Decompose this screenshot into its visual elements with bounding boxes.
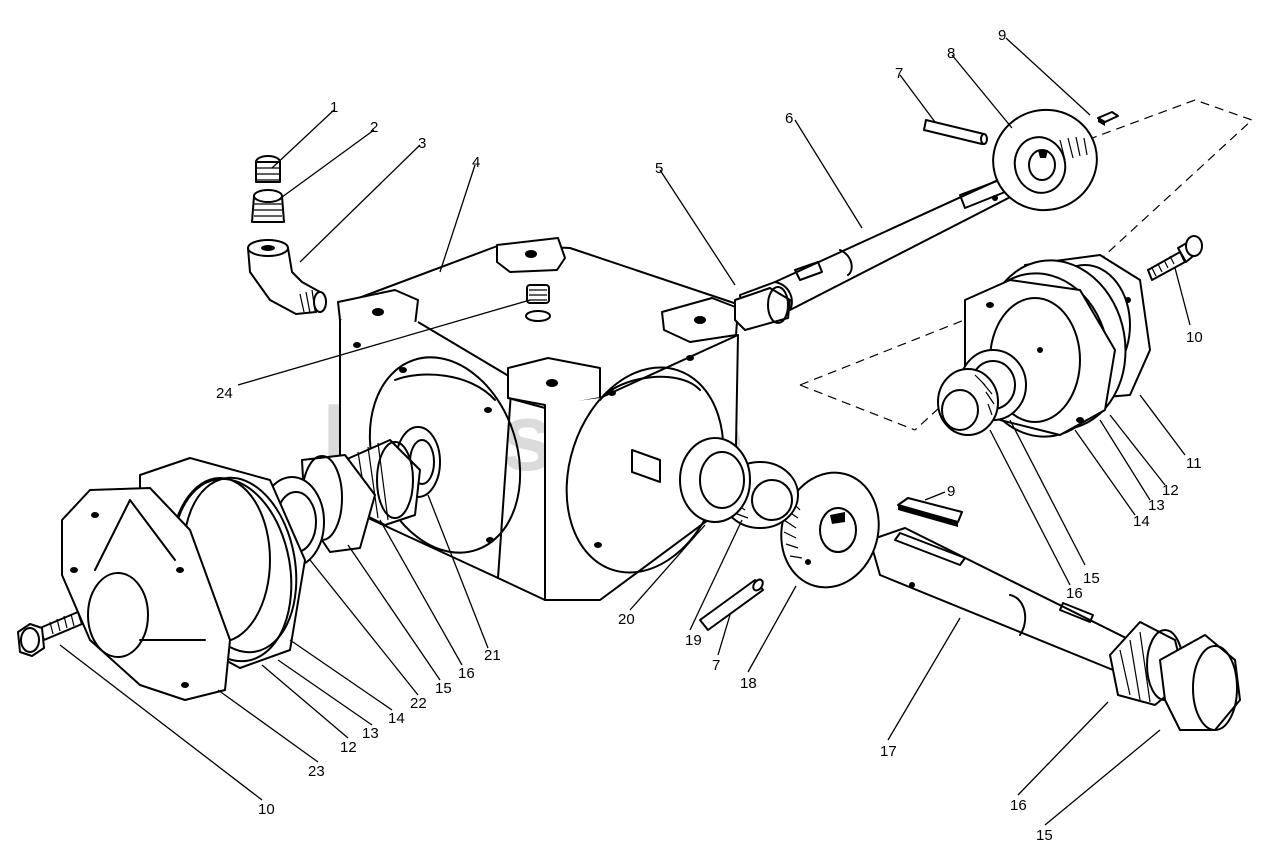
callout-16-right: 16 [1066, 585, 1083, 602]
part-10-bolt-right [1147, 235, 1203, 281]
callout-21: 21 [484, 647, 501, 664]
callout-20: 20 [618, 611, 635, 628]
callout-19: 19 [685, 632, 702, 649]
part-18-bevel-gear-lower [780, 471, 880, 589]
callout-12-right: 12 [1162, 482, 1179, 499]
part-1-breather-cap [255, 155, 281, 183]
callout-15-left: 15 [435, 680, 452, 697]
callout-12-left: 12 [340, 739, 357, 756]
part-5-shaft-spacer [734, 286, 791, 331]
callout-7-lower: 7 [712, 657, 720, 674]
callout-13-right: 13 [1148, 497, 1165, 514]
callout-5: 5 [655, 160, 663, 177]
callout-1: 1 [330, 99, 338, 116]
callout-14-right: 14 [1133, 513, 1150, 530]
callout-10-left: 10 [258, 801, 275, 818]
callout-14-left: 14 [388, 710, 405, 727]
part-3-elbow-fitting [247, 239, 327, 315]
part-10-bolt-left [17, 611, 83, 657]
callout-13-left: 13 [362, 725, 379, 742]
callout-labels: 1 2 3 4 5 6 7 8 9 10 11 12 13 14 15 16 9… [216, 27, 1203, 844]
part-9-key-upper [1097, 111, 1119, 126]
leader-lines [59, 37, 1191, 826]
part-7-roll-pin-upper [923, 119, 988, 145]
part-9-key-lower [897, 497, 963, 527]
callout-3: 3 [418, 135, 426, 152]
callout-8: 8 [947, 45, 955, 62]
callout-4: 4 [472, 154, 480, 171]
callout-16-lower: 16 [1010, 797, 1027, 814]
callout-15-lower: 15 [1036, 827, 1053, 844]
callout-15-right: 15 [1083, 570, 1100, 587]
callout-17: 17 [880, 743, 897, 760]
callout-24: 24 [216, 385, 233, 402]
part-16-roller-bearing-right [937, 368, 999, 436]
callout-16-left: 16 [458, 665, 475, 682]
callout-22: 22 [410, 695, 427, 712]
callout-7-upper: 7 [895, 65, 903, 82]
callout-2: 2 [370, 119, 378, 136]
part-8-bevel-gear [992, 108, 1098, 212]
part-7-roll-pin-lower [699, 578, 764, 631]
part-2-reducer-bushing [251, 189, 285, 223]
callout-23: 23 [308, 763, 325, 780]
callout-9-lower: 9 [947, 483, 955, 500]
callout-6: 6 [785, 110, 793, 127]
callout-9-upper: 9 [998, 27, 1006, 44]
callout-11: 11 [1186, 455, 1202, 472]
part-17-output-shaft [869, 527, 1131, 673]
callout-10-right: 10 [1186, 329, 1203, 346]
part-20-bearing-cup [679, 437, 751, 523]
part-24-pipe-plug [525, 284, 551, 322]
callout-18: 18 [740, 675, 757, 692]
part-15-bearing-cup-lower [1159, 634, 1241, 731]
